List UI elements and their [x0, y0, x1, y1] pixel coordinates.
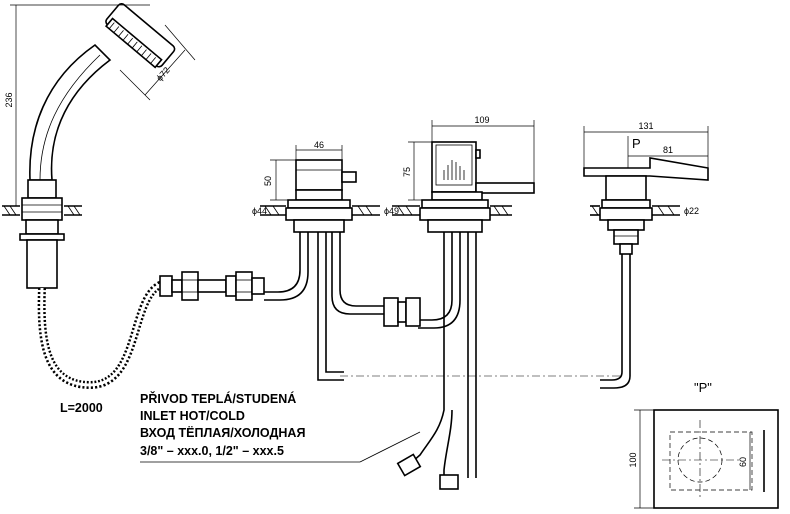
diverter-valve: 46 50 ϕ44: [252, 140, 384, 381]
inlet-note-line4: 3/8" – xxx.0, 1/2" – xxx.5: [140, 444, 284, 458]
hose-length-label: L=2000: [60, 401, 103, 415]
inlet-note-line1: PŘIVOD TEPLÁ/STUDENÁ: [140, 391, 296, 406]
height-total-label: 236: [4, 92, 14, 107]
body2-width-label: 109: [474, 115, 489, 125]
body1-width-label: 46: [314, 140, 324, 150]
detail-label: "P": [694, 380, 712, 395]
body2-height-label: 75: [402, 167, 412, 177]
spout-marker-label: P: [632, 136, 641, 151]
spout-width-label: 131: [638, 121, 653, 131]
spout: 131 81 P ϕ22: [583, 121, 709, 389]
body1-height-label: 50: [263, 176, 273, 186]
inlet-note-line3: ВХОД ТЁПЛАЯ/ХОЛОДНАЯ: [140, 425, 305, 440]
body1-base-dia-label: ϕ44: [252, 206, 267, 216]
hand-shower: ϕ72 236: [2, 3, 196, 289]
detail-outer-label: 100: [628, 452, 638, 467]
body2-base-dia-label: ϕ49: [384, 206, 399, 216]
mixer-valve: 109 75 ϕ49: [383, 115, 535, 490]
inlet-note: PŘIVOD TEPLÁ/STUDENÁ INLET HOT/COLD ВХОД…: [140, 391, 421, 463]
spout-reach-label: 81: [663, 145, 673, 155]
inlet-note-line2: INLET HOT/COLD: [140, 409, 245, 423]
shower-hose: L=2000: [37, 271, 265, 415]
detail-inner-label: 60: [738, 457, 748, 467]
detail-p-view: "P" 100 60: [628, 380, 779, 509]
spout-base-dia-label: ϕ22: [684, 206, 699, 216]
